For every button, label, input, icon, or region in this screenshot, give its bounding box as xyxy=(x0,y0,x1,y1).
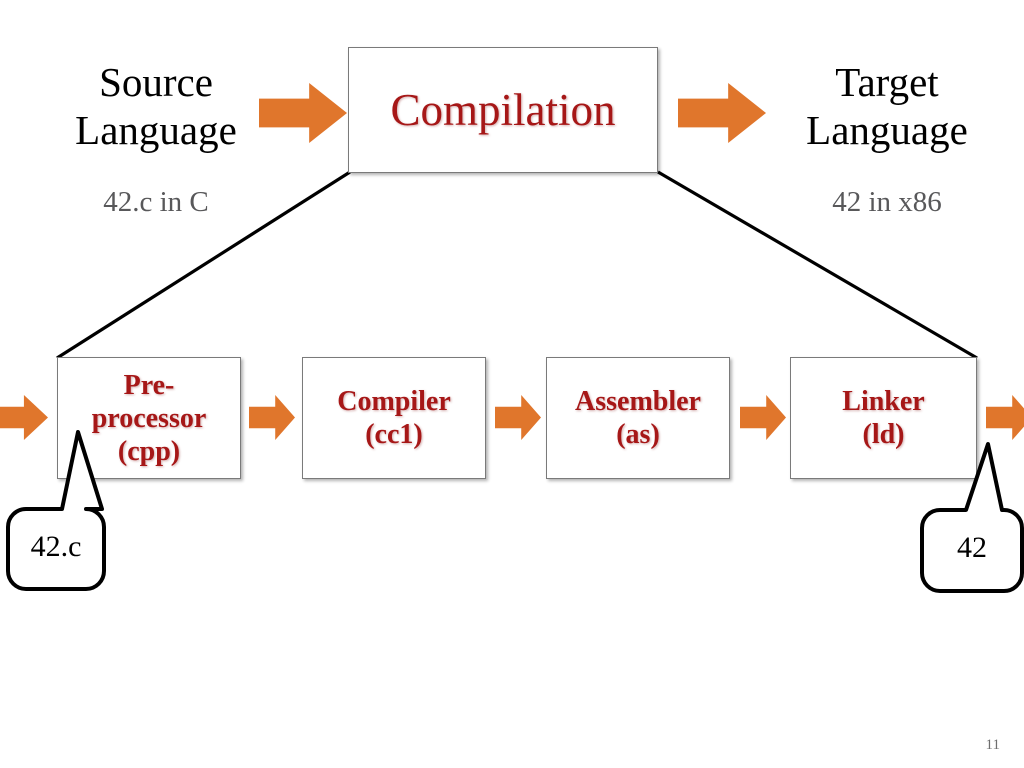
stage-box-assembler-label: Assembler (as) xyxy=(575,386,701,450)
arrow-assembler-to-linker xyxy=(740,395,786,440)
stage-box-preprocessor[interactable]: Pre- processor (cpp) xyxy=(57,357,241,479)
arrow-compilation-to-target xyxy=(678,83,766,143)
compilation-box[interactable]: Compilation xyxy=(348,47,658,173)
stage-box-linker[interactable]: Linker (ld) xyxy=(790,357,977,479)
page-number: 11 xyxy=(985,737,1000,753)
target-language-sublabel: 42 in x86 xyxy=(832,186,942,218)
stage-box-compiler-label: Compiler (cc1) xyxy=(337,386,451,450)
callout-output-label: 42 xyxy=(957,531,987,564)
arrow-linker-to-output xyxy=(986,395,1024,440)
source-language-sublabel: 42.c in C xyxy=(103,186,209,218)
stage-box-linker-label: Linker (ld) xyxy=(842,386,925,450)
stage-box-assembler[interactable]: Assembler (as) xyxy=(546,357,730,479)
arrow-input-to-preprocessor xyxy=(0,395,48,440)
arrow-preprocessor-to-compiler xyxy=(249,395,295,440)
callout-input-label: 42.c xyxy=(30,530,82,563)
arrow-compiler-to-assembler xyxy=(495,395,541,440)
stage-box-compiler[interactable]: Compiler (cc1) xyxy=(302,357,486,479)
target-language-label: Target Language xyxy=(806,59,968,153)
stage-box-preprocessor-label: Pre- processor (cpp) xyxy=(91,369,207,467)
source-language-label: Source Language xyxy=(75,59,237,153)
compilation-box-label: Compilation xyxy=(390,85,616,135)
